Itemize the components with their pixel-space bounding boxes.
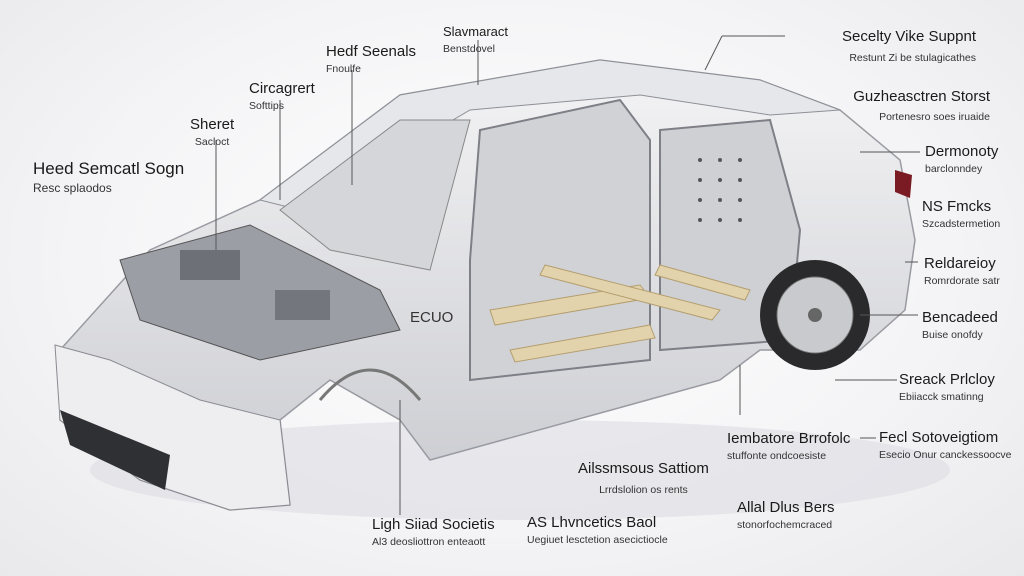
leader-lines: [215, 35, 920, 515]
label-sheret: Sheret Sacloct: [190, 115, 234, 150]
label-sreack-prlcloy: Sreack Prlcloy Ebiiacck smatinng: [899, 370, 995, 405]
label-subtitle: Uegiuet lesctetion asecictiocle: [527, 534, 668, 546]
label-hedf-seenals: Hedf Seenals Fnoulfe: [326, 42, 416, 77]
label-heed-semcatl-sogn: Heed Semcatl Sogn Resc splaodos: [33, 158, 184, 196]
label-subtitle: Ebiiacck smatinng: [899, 391, 984, 403]
label-subtitle: Szcadstermetion: [922, 218, 1001, 230]
label-iembatore-brrofolc: Iembatore Brrofolc stuffonte ondcoesiste: [727, 429, 850, 464]
label-ligh-siiad-societis: Ligh Siiad Societis Al3 deosliottron ent…: [372, 515, 495, 550]
label-as-lhvncetics-baol: AS Lhvncetics Baol Uegiuet lesctetion as…: [527, 513, 668, 548]
label-title: Iembatore Brrofolc: [727, 430, 851, 447]
label-circagrert: Circagrert Softtips: [249, 79, 315, 114]
label-subtitle: stuffonte ondcoesiste: [727, 450, 827, 462]
label-fecl-sotoveigtiom: Fecl Sotoveigtiom Esecio Onur canckessoo…: [879, 428, 1011, 463]
label-bencadeed: Bencadeed Buise onofdy: [922, 308, 998, 343]
label-subtitle: Resc splaodos: [33, 181, 112, 195]
label-subtitle: Lrrdslolion os rents: [599, 484, 688, 496]
label-subtitle: Restunt Zi be stulagicathes: [849, 52, 976, 64]
label-subtitle: barclonndey: [925, 163, 983, 175]
label-title: Ligh Siiad Societis: [372, 516, 495, 533]
label-subtitle: Fnoulfe: [326, 63, 362, 75]
engine-block: [180, 250, 240, 280]
label-subtitle: Benstdovel: [443, 43, 495, 55]
label-title: NS Fmcks: [922, 198, 992, 215]
front-wheel-arch: [318, 368, 422, 401]
label-subtitle: Softtips: [249, 100, 285, 112]
label-ailssmsous-sattiom: Ailssmsous Sattiom Lrrdslolion os rents: [578, 459, 709, 498]
label-title: Heed Semcatl Sogn: [33, 159, 185, 178]
label-title: Secelty Vike Suppnt: [842, 28, 976, 45]
front-grille: [60, 410, 170, 490]
label-title: Fecl Sotoveigtiom: [879, 429, 999, 446]
label-subtitle: Sacloct: [194, 136, 230, 148]
label-subtitle: Romrdorate satr: [924, 275, 1000, 287]
label-reldareioy: Reldareioy Romrdorate satr: [924, 254, 1000, 289]
tail-light: [895, 170, 912, 198]
label-title: Sheret: [190, 116, 235, 133]
label-subtitle: Al3 deosliottron enteaott: [372, 536, 486, 548]
label-title: Slavmaract: [443, 24, 509, 39]
engine-component: [275, 290, 330, 320]
label-title: AS Lhvncetics Baol: [527, 514, 657, 531]
label-slavmaract: Slavmaract Benstdovel: [443, 22, 508, 57]
car-badge: ECUO: [410, 309, 453, 326]
label-title: Guzheasctren Storst: [853, 88, 990, 105]
label-dermonoty: Dermonoty barclonndey: [925, 142, 998, 177]
label-subtitle: stonorfochemcraced: [737, 519, 833, 531]
label-title: Ailssmsous Sattiom: [578, 460, 709, 477]
label-title: Dermonoty: [925, 143, 999, 160]
label-title: Hedf Seenals: [326, 43, 417, 60]
label-subtitle: Esecio Onur canckessoocve: [879, 449, 1012, 461]
label-title: Reldareioy: [924, 255, 996, 272]
label-title: Allal Dlus Bers: [737, 499, 835, 516]
label-allal-dlus-bers: Allal Dlus Bers stonorfochemcraced: [737, 498, 835, 533]
rear-wheel: [760, 260, 870, 370]
label-title: Sreack Prlcloy: [899, 371, 995, 388]
label-subtitle: Buise onofdy: [922, 329, 983, 341]
label-ns-fmcks: NS Fmcks Szcadstermetion: [922, 197, 1000, 232]
label-secelty-vike-suppnt: Secelty Vike Suppnt Restunt Zi be stulag…: [842, 27, 976, 66]
ground-shadow: [90, 420, 950, 520]
label-title: Circagrert: [249, 80, 315, 97]
label-guzheasctren-storst: Guzheasctren Storst Portenesro soes irua…: [853, 87, 990, 125]
floor-crossmembers: [489, 264, 751, 363]
label-subtitle: Portenesro soes iruaide: [879, 111, 990, 123]
label-title: Bencadeed: [922, 309, 998, 326]
rear-panel-perforations: [698, 158, 742, 222]
windshield-opening: [279, 119, 471, 271]
